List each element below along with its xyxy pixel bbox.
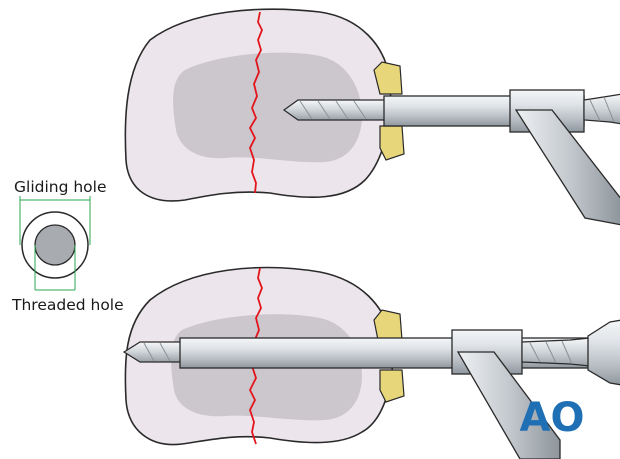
top-drill-guide-upper-block <box>373 61 403 95</box>
ao-logo: AO <box>520 395 585 441</box>
threaded-hole-label: Threaded hole <box>12 296 124 314</box>
bottom-drill-guide-lower-block <box>379 369 405 403</box>
top-drill-guide-lower-block <box>379 125 405 161</box>
top-panel <box>124 8 620 226</box>
top-fracture-line <box>248 11 263 194</box>
threaded-hole-circle <box>34 224 76 266</box>
bottom-panel <box>122 266 620 459</box>
bottom-drill-shaft <box>521 337 591 367</box>
top-handle-arm <box>514 109 620 226</box>
ao-logo-text: AO <box>520 395 585 441</box>
bottom-drill-guide-upper-block <box>373 309 403 341</box>
bottom-drill-chuck <box>587 319 620 386</box>
top-bone-cancellous <box>173 52 362 163</box>
gliding-hole-label: Gliding hole <box>14 178 107 196</box>
bottom-handle-arm <box>456 351 561 459</box>
hole-detail <box>19 196 91 291</box>
top-drill-shaft <box>583 93 620 125</box>
